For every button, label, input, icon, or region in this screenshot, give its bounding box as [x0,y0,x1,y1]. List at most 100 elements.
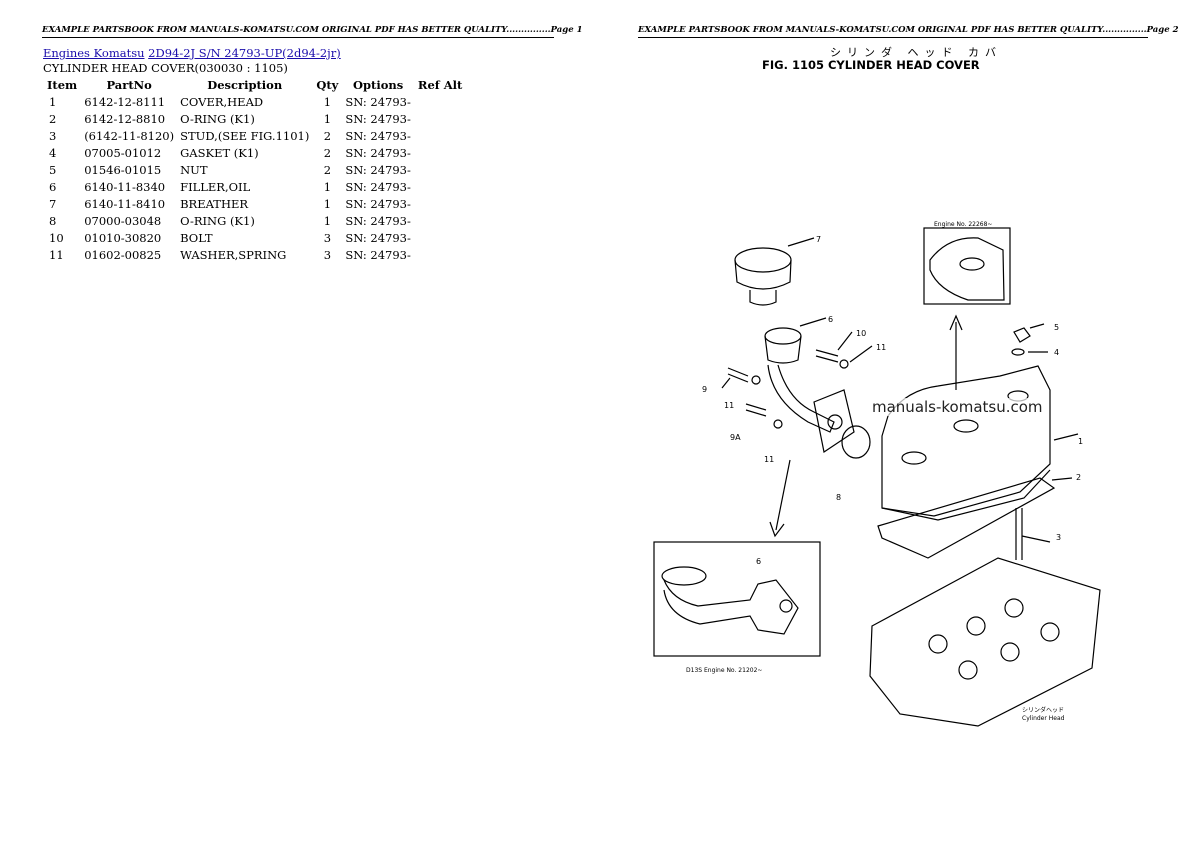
callout-8: 8 [836,493,841,502]
breadcrumb-engines-link[interactable]: Engines Komatsu [43,46,145,60]
cell-partno: 01602-00825 [84,247,162,262]
filler-flange-hole [827,414,843,430]
callout-7: 7 [816,235,821,244]
inset-bottom-flange-hole [779,599,793,613]
cell-ref [414,93,466,110]
page-1-header: EXAMPLE PARTSBOOK FROM MANUALS-KOMATSU.C… [42,25,583,38]
cell-desc: O-RING (K1) [180,111,255,126]
col-partno-header: PartNo [106,78,152,92]
stud [1015,508,1023,560]
cell-partno: 6140-11-8340 [84,179,166,194]
head-port-6 [1040,622,1060,642]
inset-top-caption: Engine No. 22268~ [934,221,992,228]
cell-ref [414,246,466,263]
callout-9a: 9A [730,433,741,442]
gasket [877,477,1056,559]
head-port-3 [1004,598,1024,618]
page-2-header: EXAMPLE PARTSBOOK FROM MANUALS-KOMATSU.C… [638,25,1179,38]
breadcrumb: Engines Komatsu 2D94-2J S/N 24793-UP(2d9… [43,46,341,60]
callout-11-upper: 11 [876,343,886,352]
col-refalt-header: Ref Alt [417,78,463,92]
cell-ref [414,195,466,212]
callout-1: 1 [1078,437,1083,446]
page-1-header-text: EXAMPLE PARTSBOOK FROM MANUALS-KOMATSU.C… [42,25,583,35]
washer-11-upper [839,359,849,369]
cell-options: SN: 24793- [345,145,411,160]
filler-neck [764,335,802,364]
cell-item: 4 [49,145,57,160]
cell-options: SN: 24793- [345,162,411,177]
cell-partno: 6142-12-8810 [84,111,166,126]
exploded-parts-diagram: 7 6 10 11 9 11 9A 11 8 5 4 1 2 3 6 Engin… [653,221,1101,727]
filler-flange [813,389,855,453]
filler-neck-top [764,327,802,345]
cell-item: 7 [49,196,57,211]
col-description-header: Description [207,78,283,92]
cell-qty: 2 [323,128,332,143]
watermark: manuals-komatsu.com [872,398,1043,416]
cell-options: SN: 24793- [345,94,411,109]
section-title: CYLINDER HEAD COVER(030030 : 1105) [43,61,288,75]
col-item-header: Item [47,78,78,92]
callout-4: 4 [1054,348,1059,357]
cell-desc: FILLER,OIL [180,179,251,194]
washer-11-mid [751,375,761,385]
cell-options: SN: 24793- [345,179,411,194]
page-2-header-text: EXAMPLE PARTSBOOK FROM MANUALS-KOMATSU.C… [638,25,1179,35]
arrow-to-top-inset [949,314,963,390]
cell-desc: NUT [180,162,208,177]
cell-qty: 1 [323,196,332,211]
cell-item: 8 [49,213,57,228]
gasket-washer [1011,348,1025,356]
bolt-9a [745,403,767,417]
cell-partno: 01546-01015 [84,162,162,177]
inset-top-cover-corner [929,237,1005,301]
breadcrumb-model-link[interactable]: 2D94-2J S/N 24793-UP(2d94-2jr) [148,46,341,60]
cell-desc: O-RING (K1) [180,213,255,228]
cell-desc: WASHER,SPRING [180,247,287,262]
head-cover-lower-lip [881,469,1051,521]
cell-options: SN: 24793- [345,247,411,262]
callout-6-inset: 6 [756,557,761,566]
callout-3: 3 [1056,533,1061,542]
cell-desc: COVER,HEAD [180,94,264,109]
parts-table: Item PartNo Description Qty Options Ref … [43,77,466,263]
inset-box-top [923,227,1011,305]
callout-10: 10 [856,329,866,338]
breather-cap [734,247,792,273]
breather-neck [749,290,777,306]
cell-partno: 6142-12-8111 [84,94,166,109]
cell-options: SN: 24793- [345,196,411,211]
figure-title-jp: シリンダ ヘッド カバ [830,46,1002,59]
cylinder-head [869,557,1101,727]
oring-8 [841,425,871,459]
cell-item: 1 [49,94,57,109]
cell-ref [414,212,466,229]
col-qty-header: Qty [316,78,339,92]
inset-top-boss [959,257,985,271]
cell-partno: 07005-01012 [84,145,162,160]
cell-item: 3 [49,128,57,143]
head-port-5 [1000,642,1020,662]
inset-box-bottom [653,541,821,657]
arrow-to-bottom-inset [769,459,791,538]
cell-item: 6 [49,179,57,194]
callout-11-mid: 11 [724,401,734,410]
cell-qty: 1 [323,111,332,126]
callout-2: 2 [1076,473,1081,482]
cell-options: SN: 24793- [345,213,411,228]
callout-9: 9 [702,385,707,394]
washer-11-lower [773,419,783,429]
inset-bottom-filler-neck [661,566,707,586]
bolt-9 [727,367,749,383]
cell-desc: GASKET (K1) [180,145,259,160]
cell-partno: (6142-11-8120) [84,128,175,143]
